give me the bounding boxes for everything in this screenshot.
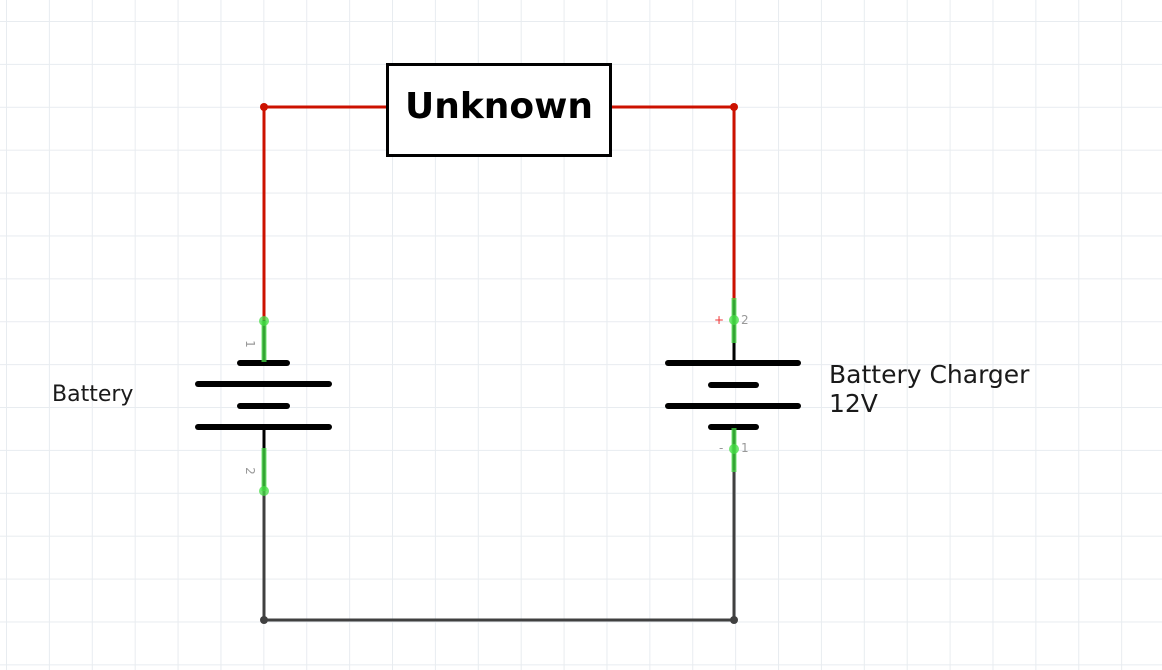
- wire-junction-left-top[interactable]: [260, 103, 268, 111]
- charger-label-name: Battery Charger: [829, 360, 1030, 389]
- wire-junction-right-top[interactable]: [730, 103, 738, 111]
- battery-symbol[interactable]: [195, 316, 332, 496]
- charger-minus-sign: -: [719, 441, 724, 455]
- charger-label: Battery Charger 12V: [829, 360, 1029, 418]
- battery-pin2-label: 2: [242, 467, 257, 475]
- wire-battery-to-unknown[interactable]: [262, 105, 386, 330]
- battery-pin1-label: 1: [242, 340, 257, 348]
- wire-ground-return[interactable]: [262, 460, 736, 622]
- unknown-component-label: Unknown: [404, 85, 594, 127]
- charger-pin1-label: 1: [741, 441, 749, 455]
- battery-label: Battery: [52, 382, 134, 407]
- charger-plus-sign: +: [714, 313, 725, 327]
- charger-pin2-label: 2: [741, 313, 749, 327]
- charger-symbol[interactable]: [665, 298, 801, 472]
- charger-label-voltage: 12V: [829, 389, 878, 418]
- wire-junction-right-bottom[interactable]: [730, 616, 738, 624]
- wire-unknown-to-charger[interactable]: [612, 105, 736, 330]
- unknown-component[interactable]: Unknown: [386, 63, 612, 157]
- wire-junction-left-bottom[interactable]: [260, 616, 268, 624]
